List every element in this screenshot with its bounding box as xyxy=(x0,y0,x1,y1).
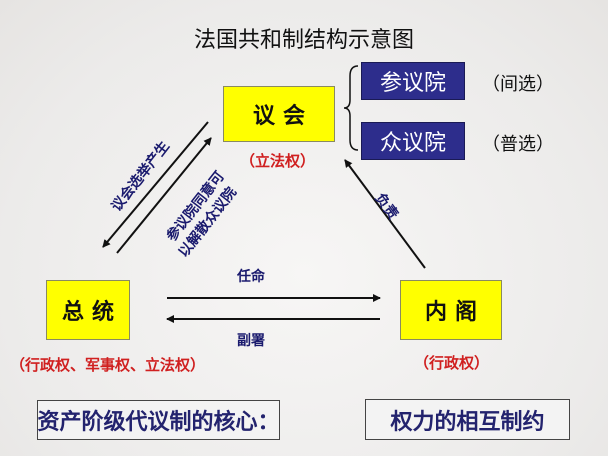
assembly-box: 众议院 xyxy=(361,122,465,160)
senate-box: 参议院 xyxy=(361,62,465,100)
appoint-label: 任命 xyxy=(237,269,265,285)
president-box: 总统 xyxy=(46,280,130,340)
president-power: （行政权、军事权、立法权） xyxy=(10,356,206,374)
parliament-box: 议会 xyxy=(223,86,335,142)
footer-core-box: 资产阶级代议制的核心： xyxy=(37,400,280,440)
diagram-title: 法国共和制结构示意图 xyxy=(193,28,414,53)
assembly-election: （普选） xyxy=(482,134,554,155)
brace-icon xyxy=(343,65,359,151)
countersign-label: 副署 xyxy=(237,333,265,349)
arrow-cabinet-to-parliament xyxy=(344,159,426,269)
parliament-power: （立法权） xyxy=(240,152,316,170)
senate-election: （间选） xyxy=(482,74,554,95)
cabinet-box: 内阁 xyxy=(400,280,502,340)
arrow-president-to-parliament xyxy=(116,137,212,254)
arrow-parliament-to-president xyxy=(102,121,209,248)
footer-checks-box: 权力的相互制约 xyxy=(365,399,570,440)
cabinet-power: （行政权） xyxy=(414,354,490,372)
